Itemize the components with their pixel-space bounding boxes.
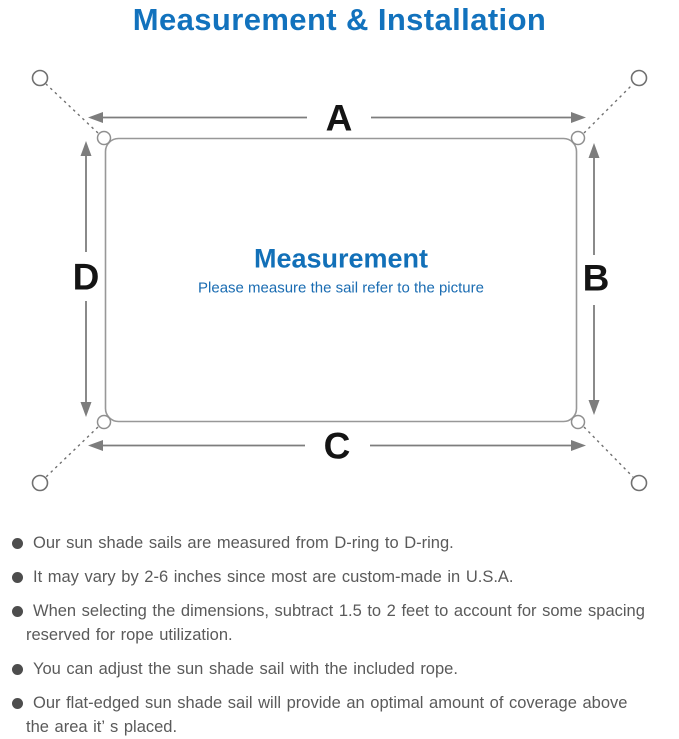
list-item: It may vary by 2-6 inches since most are… (0, 565, 679, 589)
notes-list: Our sun shade sails are measured from D-… (0, 531, 679, 739)
note-text: When selecting the dimensions, subtract … (33, 602, 645, 620)
bullet-icon (12, 538, 23, 549)
dimension-arrow-a (88, 112, 586, 123)
measurement-heading: Measurement (253, 243, 429, 274)
list-item: When selecting the dimensions, subtract … (0, 599, 679, 647)
note-text: Our sun shade sails are measured from D-… (33, 534, 454, 552)
bullet-icon (12, 698, 23, 709)
d-ring-icon (96, 414, 112, 430)
dimension-label-d: D (72, 256, 100, 298)
dimension-arrow-c (88, 440, 586, 451)
bullet-icon (12, 572, 23, 583)
rope-line-top-right (583, 83, 634, 134)
page-title: Measurement & Installation (132, 2, 547, 37)
measurement-subtitle: Please measure the sail refer to the pic… (198, 279, 484, 297)
bullet-icon (12, 664, 23, 675)
note-text: reserved for rope utilization. (26, 626, 233, 644)
list-item: Our flat-edged sun shade sail will provi… (0, 691, 679, 739)
note-text: You can adjust the sun shade sail with t… (33, 660, 458, 678)
dimension-arrow-b (588, 143, 600, 415)
note-text: Our flat-edged sun shade sail will provi… (33, 694, 628, 712)
bullet-icon (12, 606, 23, 617)
list-item: You can adjust the sun shade sail with t… (0, 657, 679, 681)
dimension-label-a: A (325, 97, 353, 139)
note-text: It may vary by 2-6 inches since most are… (33, 568, 514, 586)
rope-line-top-left (45, 83, 99, 134)
anchor-point-icon (31, 474, 49, 492)
rope-line-bottom-left (45, 426, 99, 478)
d-ring-icon (570, 130, 586, 146)
rope-line-bottom-right (583, 426, 634, 478)
shade-sail-diagram (31, 69, 648, 492)
d-ring-icon (570, 414, 586, 430)
list-item: Our sun shade sails are measured from D-… (0, 531, 679, 555)
anchor-point-icon (630, 474, 648, 492)
dimension-label-c: C (323, 425, 351, 467)
d-ring-icon (96, 130, 112, 146)
sail-outline (104, 137, 578, 423)
note-text: the area it’ s placed. (26, 718, 178, 736)
dimension-arrow-d (80, 141, 92, 417)
anchor-point-icon (630, 69, 648, 87)
anchor-point-icon (31, 69, 49, 87)
dimension-label-b: B (582, 257, 610, 299)
